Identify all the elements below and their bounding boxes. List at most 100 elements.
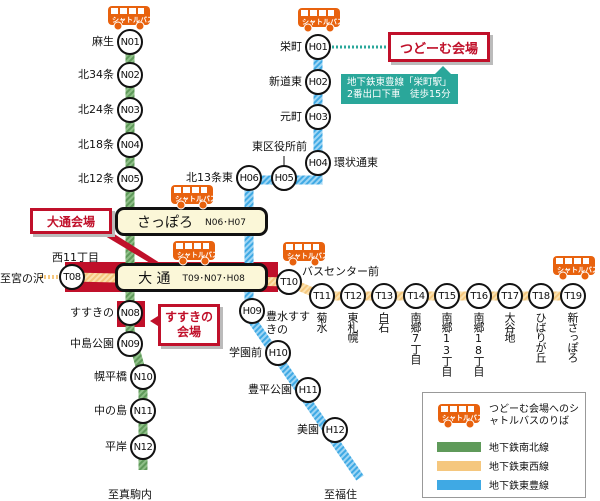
terminus-fukuzumi: 至福住 <box>324 488 357 501</box>
svg-text:シャトルバス: シャトルバス <box>557 266 596 274</box>
station-n05[interactable]: N05 <box>117 166 143 192</box>
legend-bus-label: つどーむ会場へのシャトルバスのりば <box>489 404 579 427</box>
station-name-h01: 栄町 <box>280 40 302 53</box>
legend-toho-label: 地下鉄東豊線 <box>489 481 549 492</box>
svg-text:シャトルバス: シャトルバス <box>177 251 216 259</box>
station-t17[interactable]: T17 <box>497 283 523 309</box>
station-name-n08: すすきの <box>70 306 114 319</box>
legend-tozai-label: 地下鉄東西線 <box>489 462 549 473</box>
shuttle-bus-stop-icon: シャトルバス <box>107 5 154 31</box>
legend-namboku: 地下鉄南北線 <box>437 439 549 454</box>
station-t14[interactable]: T14 <box>403 283 429 309</box>
station-name-t16: 南郷18丁目 <box>472 312 485 376</box>
svg-text:シャトルバス: シャトルバス <box>112 16 151 24</box>
shuttle-bus-stop-icon: シャトルバス <box>170 184 217 210</box>
toho-swatch <box>437 479 481 490</box>
station-h11[interactable]: H11 <box>295 377 321 403</box>
station-name-h06: 北13条東 <box>186 171 233 184</box>
station-n10[interactable]: N10 <box>130 364 156 390</box>
susukino-callout-pointer <box>150 316 158 326</box>
odori-codes: T09･N07･H08 <box>182 274 245 284</box>
shuttle-bus-stop-icon: シャトルバス <box>297 7 344 33</box>
station-n03[interactable]: N03 <box>117 97 143 123</box>
station-name-n12: 平岸 <box>105 440 127 453</box>
station-name-n09: 中島公園 <box>70 337 114 350</box>
station-name-n10: 幌平橋 <box>94 370 127 383</box>
station-t13[interactable]: T13 <box>371 283 397 309</box>
station-t19[interactable]: T19 <box>560 283 586 309</box>
station-name-h09: 豊水すすきの <box>266 310 310 336</box>
station-n08[interactable]: N08 <box>117 300 143 326</box>
legend-tozai: 地下鉄東西線 <box>437 458 549 473</box>
station-name-h02: 新道東 <box>269 75 302 88</box>
station-h05[interactable]: H05 <box>271 165 297 191</box>
station-h03[interactable]: H03 <box>305 104 331 130</box>
station-h01[interactable]: H01 <box>305 34 331 60</box>
station-n09[interactable]: N09 <box>117 331 143 357</box>
station-name-n05: 北12条 <box>78 172 114 185</box>
station-name-h12: 美園 <box>297 423 319 436</box>
station-t12[interactable]: T12 <box>340 283 366 309</box>
station-name-t12: 東札幌 <box>346 312 359 342</box>
legend-bus: シャトルバス つどーむ会場へのシャトルバスのりば <box>437 403 579 429</box>
tip-line2: 2番出口下車 徒歩15分 <box>347 89 451 100</box>
access-tip: 地下鉄東豊線「栄町駅」 2番出口下車 徒歩15分 <box>341 74 458 104</box>
terminus-miyanosawa: 至宮の沢 <box>0 272 44 285</box>
bus-icon: シャトルバス <box>437 403 484 429</box>
station-name-n04: 北18条 <box>78 138 114 151</box>
odori-callout-pointer <box>95 230 160 263</box>
shuttle-bus-stop-icon: シャトルバス <box>552 255 599 281</box>
svg-text:シャトルバス: シャトルバス <box>302 18 341 26</box>
station-n04[interactable]: N04 <box>117 132 143 158</box>
tsudome-venue-callout: つどーむ会場 <box>388 32 490 62</box>
station-h10[interactable]: H10 <box>265 340 291 366</box>
station-name-h05: 東区役所前 <box>252 140 307 153</box>
station-h09[interactable]: H09 <box>239 298 265 324</box>
station-name-n11: 中の島 <box>94 404 127 417</box>
station-t10[interactable]: T10 <box>276 269 302 295</box>
station-h12[interactable]: H12 <box>322 417 348 443</box>
sapporo-station-box[interactable]: さっぽろ N06･H07 <box>115 207 268 236</box>
svg-text:シャトルバス: シャトルバス <box>287 252 326 260</box>
station-name-h04: 環状通東 <box>334 156 378 169</box>
station-t15[interactable]: T15 <box>434 283 460 309</box>
sapporo-name: さっぽろ <box>137 214 194 231</box>
station-name-t15: 南郷13丁目 <box>440 312 453 376</box>
odori-station-box[interactable]: 大 通 T09･N07･H08 <box>115 263 268 292</box>
station-name-t10: バスセンター前 <box>302 265 379 278</box>
station-name-t08: 西11丁目 <box>52 251 99 264</box>
station-n12[interactable]: N12 <box>130 434 156 460</box>
station-name-h11: 豊平公園 <box>248 383 292 396</box>
station-t11[interactable]: T11 <box>309 283 335 309</box>
station-h04[interactable]: H04 <box>305 150 331 176</box>
terminus-makomanai: 至真駒内 <box>108 488 152 501</box>
svg-text:シャトルバス: シャトルバス <box>175 195 214 203</box>
station-h06[interactable]: H06 <box>236 165 262 191</box>
tip-pointer <box>435 66 451 74</box>
station-t08[interactable]: T08 <box>59 264 85 290</box>
station-name-h03: 元町 <box>280 110 302 123</box>
station-t18[interactable]: T18 <box>528 283 554 309</box>
station-name-t13: 白石 <box>377 312 390 332</box>
namboku-swatch <box>437 441 481 452</box>
station-n11[interactable]: N11 <box>130 398 156 424</box>
susukino-venue-callout: すすきの会場 <box>158 304 220 346</box>
tip-line1: 地下鉄東豊線「栄町駅」 <box>347 77 452 88</box>
station-t16[interactable]: T16 <box>466 283 492 309</box>
station-name-t11: 菊水 <box>315 312 328 332</box>
station-name-t14: 南郷7丁目 <box>409 312 422 364</box>
station-name-n03: 北24条 <box>78 103 114 116</box>
station-n01[interactable]: N01 <box>117 29 143 55</box>
legend-namboku-label: 地下鉄南北線 <box>489 443 549 454</box>
station-name-t18: ひばりが丘 <box>534 312 547 362</box>
legend-toho: 地下鉄東豊線 <box>437 477 549 492</box>
station-h02[interactable]: H02 <box>305 69 331 95</box>
legend: シャトルバス つどーむ会場へのシャトルバスのりば 地下鉄南北線 地下鉄東西線 地… <box>422 392 586 498</box>
svg-text:シャトルバス: シャトルバス <box>442 414 481 422</box>
station-name-n01: 麻生 <box>92 35 114 48</box>
station-n02[interactable]: N02 <box>117 62 143 88</box>
tozai-swatch <box>437 460 481 471</box>
shuttle-bus-stop-icon: シャトルバス <box>172 240 219 266</box>
odori-venue-callout: 大通会場 <box>30 208 112 234</box>
